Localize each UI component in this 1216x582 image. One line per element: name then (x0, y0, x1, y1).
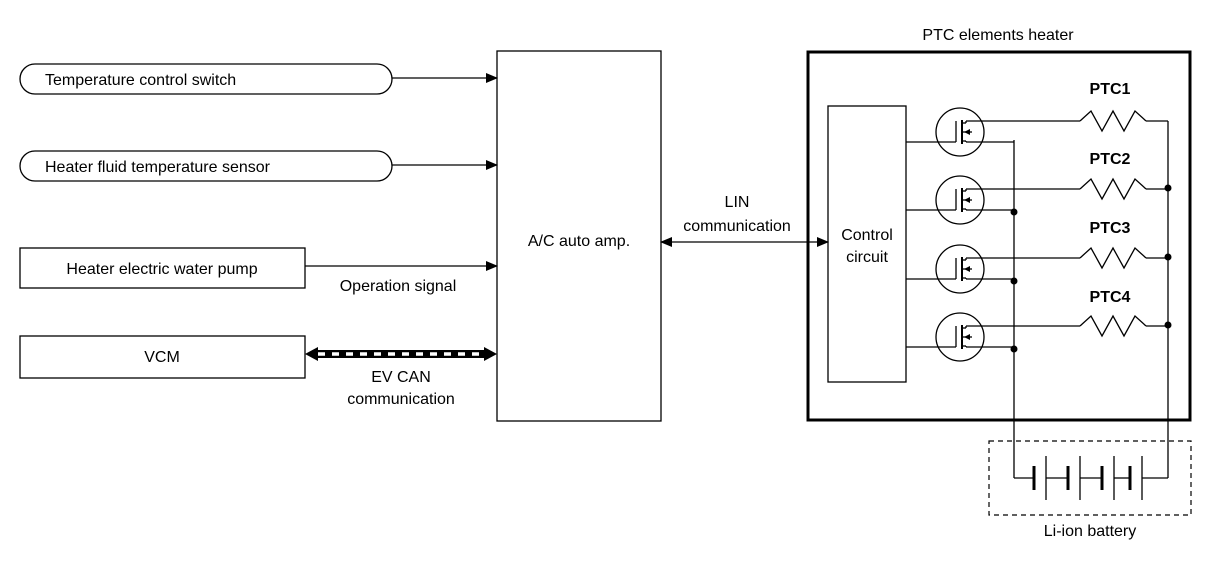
control-circuit: Control circuit (827, 105, 907, 383)
battery-label: Li-ion battery (1044, 523, 1137, 540)
control-circuit-label-line2: circuit (846, 249, 888, 266)
heater-fluid-temperature-sensor: Heater fluid temperature sensor (19, 150, 393, 182)
ev-can-label-line1: EV CAN (371, 369, 431, 386)
ptc-resistor-group (1079, 109, 1168, 338)
ptc3-resistor (1079, 246, 1168, 270)
vcm-label: VCM (144, 349, 180, 366)
ptc1-resistor (1079, 109, 1147, 133)
heater-electric-water-pump: Heater electric water pump (19, 247, 306, 289)
transistor-group (906, 107, 1080, 362)
ptc3-label: PTC3 (1090, 220, 1131, 237)
transistor-4 (906, 312, 1080, 362)
ac-auto-amp-label: A/C auto amp. (528, 233, 630, 250)
transistor-1 (906, 107, 1080, 157)
fluid-sensor-label: Heater fluid temperature sensor (45, 159, 271, 176)
transistor-3 (906, 244, 1080, 294)
ev-can-label-line2: communication (347, 391, 455, 408)
lin-label-line1: LIN (725, 194, 750, 211)
temperature-control-switch: Temperature control switch (19, 63, 393, 95)
ptc2-label: PTC2 (1090, 151, 1131, 168)
temperature-control-switch-label: Temperature control switch (45, 72, 236, 89)
ptc4-label: PTC4 (1090, 289, 1131, 306)
control-circuit-label-line1: Control (841, 227, 893, 244)
junction-dots (1010, 184, 1172, 353)
battery-cells (1014, 456, 1168, 500)
ptc-heater-title: PTC elements heater (922, 27, 1074, 44)
water-pump-label: Heater electric water pump (66, 261, 257, 278)
lin-label-line2: communication (683, 218, 791, 235)
transistor-2 (906, 175, 1080, 225)
ptc1-label: PTC1 (1090, 81, 1131, 98)
vcm-module: VCM (19, 335, 306, 379)
operation-signal-label: Operation signal (340, 278, 457, 295)
ac-auto-amp: A/C auto amp. (496, 50, 662, 422)
ev-can-line (305, 347, 497, 361)
ptc2-resistor (1079, 177, 1168, 201)
ptc4-resistor (1079, 314, 1168, 338)
ptc-heater-enclosure (806, 50, 1192, 422)
battery-enclosure (988, 440, 1192, 516)
